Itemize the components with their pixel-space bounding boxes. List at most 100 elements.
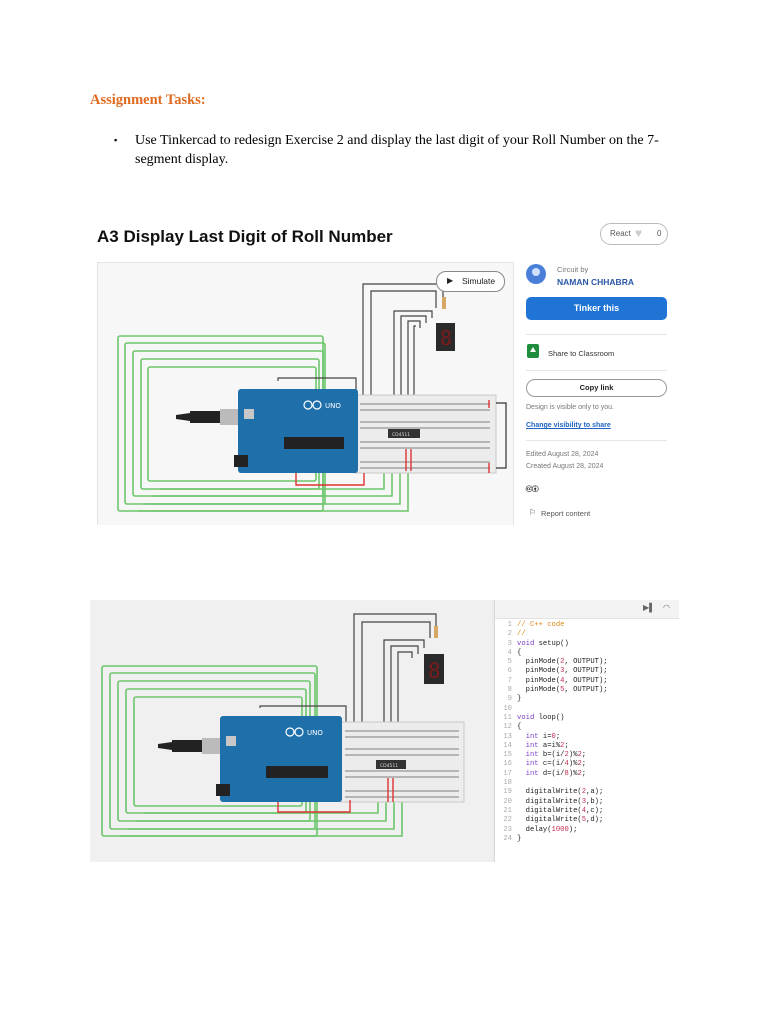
code-line[interactable]: 17 int d=(i/8)%2;	[495, 770, 679, 779]
code-token: pinMode(	[517, 676, 561, 685]
code-token: , OUTPUT);	[564, 676, 608, 685]
code-line[interactable]: 12{	[495, 723, 679, 732]
code-token: ;	[555, 732, 561, 741]
code-token: 2	[577, 760, 582, 769]
line-number: 7	[507, 676, 512, 685]
wifi-icon[interactable]: ◠	[663, 603, 670, 612]
code-token: );	[568, 825, 578, 834]
code-token: //	[517, 630, 526, 639]
code-token: d=(i/	[538, 769, 565, 778]
board-label: UNO	[307, 729, 323, 737]
line-number: 18	[503, 779, 512, 788]
code-line[interactable]: 23 delay(1000);	[495, 826, 679, 835]
code-line[interactable]: 2 //	[495, 630, 679, 639]
step-icon[interactable]: ▶▌	[643, 603, 655, 612]
code-token: 2	[577, 769, 582, 778]
code-token: )%	[568, 769, 578, 778]
code-token: ;	[581, 751, 587, 760]
code-token: a=i%	[538, 741, 561, 750]
code-token: 8	[564, 769, 569, 778]
code-line[interactable]: 6 pinMode(3, OUTPUT);	[495, 667, 679, 676]
code-token: 4	[564, 760, 569, 769]
react-button[interactable]: React ♥ 0	[600, 223, 668, 245]
code-line[interactable]: 4{	[495, 649, 679, 658]
line-number: 16	[503, 760, 512, 769]
code-token: )%	[568, 760, 578, 769]
visibility-note: Design is visible only to you.	[526, 404, 614, 411]
line-number: 20	[503, 797, 512, 806]
circuit-by-label: Circuit by	[557, 265, 589, 274]
code-line[interactable]: 14 int a=i%2;	[495, 742, 679, 751]
code-token: pinMode(	[517, 667, 561, 676]
code-line[interactable]: 13 int i=0;	[495, 733, 679, 742]
report-content-link[interactable]: Report content	[541, 509, 591, 518]
code-token: ,d);	[586, 816, 604, 825]
usb-cable	[172, 740, 202, 752]
code-line[interactable]: 22 digitalWrite(5,d);	[495, 816, 679, 825]
change-visibility-link[interactable]: Change visibility to share	[526, 422, 611, 429]
line-number: 4	[507, 648, 512, 657]
code-line[interactable]: 9}	[495, 695, 679, 704]
divider	[526, 440, 667, 441]
code-line[interactable]: 8 pinMode(5, OUTPUT);	[495, 686, 679, 695]
code-token: pinMode(	[517, 658, 561, 667]
circuit-canvas[interactable]: 8 CD4511 UNO	[90, 600, 492, 862]
copy-link-button[interactable]: Copy link	[526, 379, 667, 397]
code-token: 2	[577, 751, 582, 760]
simulate-button[interactable]: ▶ Simulate	[436, 271, 505, 292]
resistor	[434, 626, 438, 638]
code-token	[517, 760, 526, 768]
code-line[interactable]: 10	[495, 705, 679, 714]
resistor	[442, 297, 446, 309]
code-token: loop()	[534, 713, 565, 722]
code-line[interactable]: 7 pinMode(4, OUTPUT);	[495, 677, 679, 686]
seven-segment-display	[424, 654, 444, 684]
line-number: 2	[507, 630, 512, 639]
code-token: , OUTPUT);	[564, 686, 608, 695]
code-line[interactable]: 1// C++ code	[495, 621, 679, 630]
code-line[interactable]: 15 int b=(i/2)%2;	[495, 751, 679, 760]
code-token: setup()	[534, 639, 569, 648]
tinkercad-design-screenshot: A3 Display Last Digit of Roll Number Rea…	[95, 220, 678, 525]
code-token: 3	[560, 667, 565, 676]
code-line[interactable]: 21 digitalWrite(4,c);	[495, 807, 679, 816]
ic-chip	[388, 429, 420, 438]
code-token: 3	[581, 797, 587, 806]
author-name[interactable]: NAMAN CHHABRA	[557, 277, 634, 287]
line-number: 23	[503, 825, 512, 834]
edited-date: Edited August 28, 2024	[526, 451, 599, 458]
code-token: 2	[560, 658, 565, 667]
code-line[interactable]: 19 digitalWrite(2,a);	[495, 788, 679, 797]
code-token: void	[517, 713, 535, 722]
code-line[interactable]: 24}	[495, 835, 679, 844]
code-token	[517, 733, 526, 741]
ic-chip	[376, 760, 406, 769]
author-avatar[interactable]	[526, 264, 546, 284]
circuit-canvas[interactable]: 8 CD4511 UNO	[97, 262, 514, 525]
code-token	[517, 751, 526, 759]
line-number: 8	[507, 686, 512, 695]
google-classroom-icon[interactable]	[527, 344, 539, 358]
code-line[interactable]: 18	[495, 779, 679, 788]
react-count: 0	[657, 229, 662, 238]
code-token: )%	[568, 751, 578, 760]
ic-label: CD4511	[380, 763, 398, 769]
code-line[interactable]: 5 pinMode(2, OUTPUT);	[495, 658, 679, 667]
tinker-this-button[interactable]: Tinker this	[526, 297, 667, 320]
creative-commons-icon[interactable]: 🅭🅯	[526, 484, 539, 495]
display-digit: 8	[440, 326, 452, 350]
code-editor-screenshot: 8 CD4511 UNO ▶▌ ◠	[90, 600, 679, 862]
seven-segment-display	[436, 323, 455, 351]
code-token: 5	[581, 816, 587, 825]
line-number: 19	[503, 788, 512, 797]
code-line[interactable]: 20 digitalWrite(3,b);	[495, 798, 679, 807]
arduino-board	[220, 716, 342, 802]
red-wire	[295, 473, 365, 486]
code-line[interactable]: 16 int c=(i/4)%2;	[495, 760, 679, 769]
circuit-diagram: 8 CD4511 UNO	[101, 613, 465, 837]
share-to-classroom-link[interactable]: Share to Classroom	[548, 349, 615, 358]
